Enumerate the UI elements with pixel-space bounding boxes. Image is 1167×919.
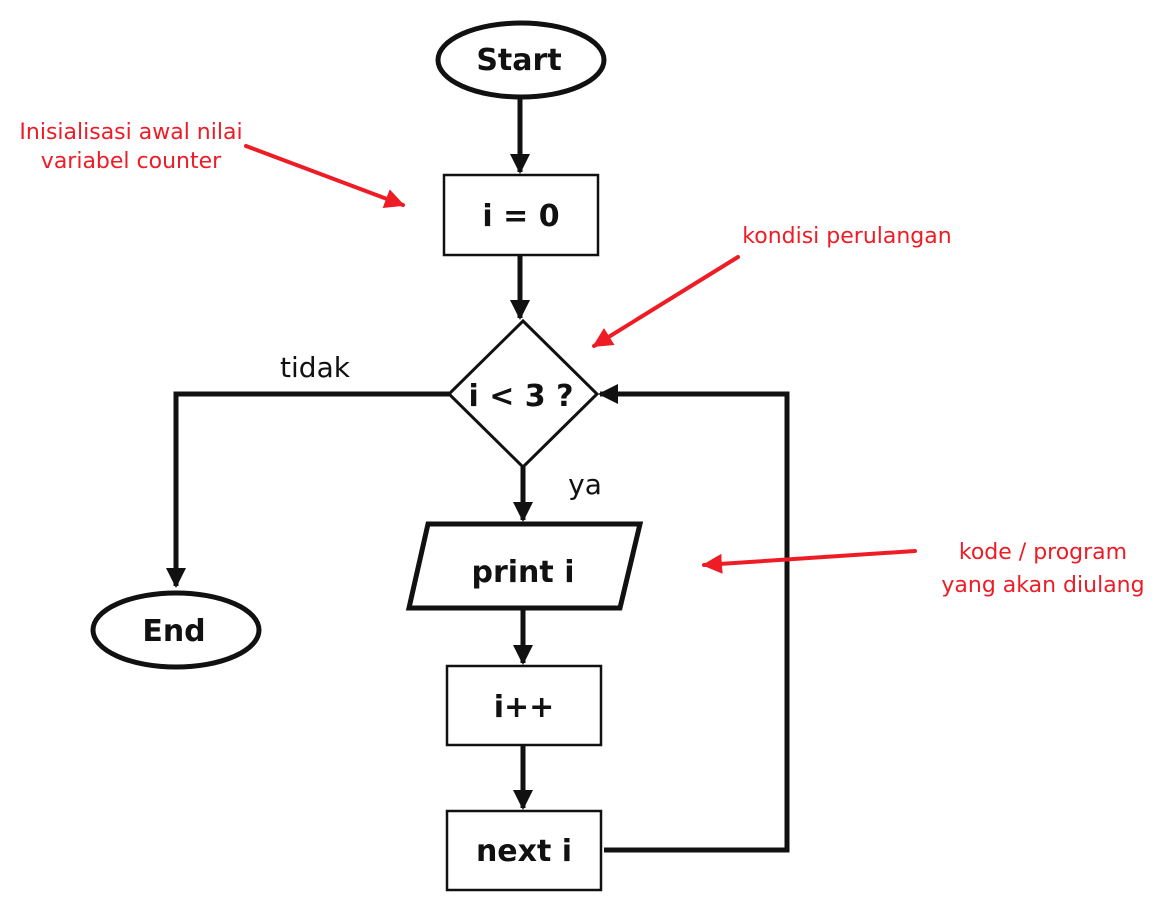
condition-label: i < 3 ? (468, 379, 573, 414)
edge-label-yes: ya (568, 468, 602, 501)
condition-decision-diamond (446, 318, 600, 470)
annotation-body-arrow (702, 549, 917, 574)
next-label: next i (476, 834, 572, 869)
annotation-init-line-1: Inisialisasi awal nilai (19, 120, 242, 145)
start-label: Start (476, 43, 561, 78)
print-io-parallelogram (405, 521, 644, 611)
connector-exit-to-end (166, 391, 449, 588)
next-process-box (445, 809, 603, 892)
edge-label-no: tidak (280, 351, 351, 384)
annotation-init-line-2: variabel counter (41, 149, 222, 174)
increment-process-box (445, 664, 603, 747)
end-terminal (90, 590, 262, 670)
start-terminal (435, 20, 607, 100)
annotation-condition-arrow (592, 255, 740, 348)
annotation-body-line-2: yang akan diulang (941, 573, 1144, 598)
init-label: i = 0 (482, 199, 559, 234)
init-process-box (442, 173, 600, 257)
annotation-condition-text: kondisi perulangan (742, 224, 951, 249)
print-label: print i (472, 555, 575, 590)
annotation-body-line-1: kode / program (959, 540, 1127, 565)
annotation-init-arrow (244, 144, 405, 209)
increment-label: i++ (494, 690, 555, 725)
end-label: End (142, 614, 205, 649)
connector-loop-back (598, 384, 790, 853)
